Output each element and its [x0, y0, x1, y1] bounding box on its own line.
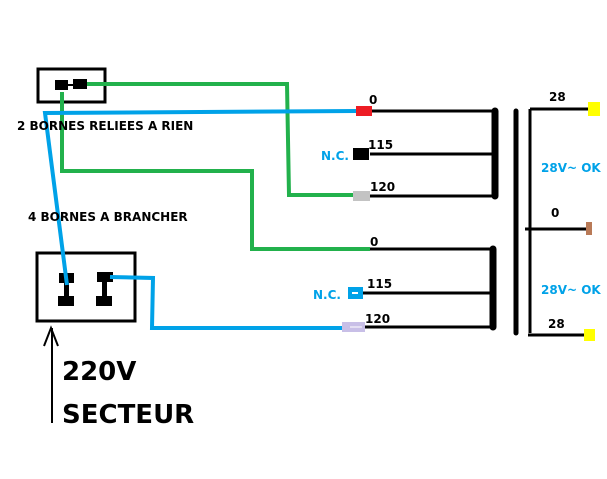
connector-top-120	[353, 191, 370, 201]
unused-terminal-left	[55, 80, 68, 90]
connector-top-115	[353, 148, 369, 160]
blue-wire-top	[42, 109, 358, 286]
socket-terminal-left-stem	[64, 283, 69, 297]
secondary-28-bottom-label: 28	[548, 317, 565, 331]
green-wire-top	[87, 82, 355, 197]
ok-top-label: 28V~ OK	[541, 161, 601, 175]
connector-secondary-28-bottom	[584, 329, 595, 341]
tap-bottom-120-label: 120	[365, 312, 390, 326]
connector-secondary-0	[586, 222, 592, 235]
blue-wire-bottom	[109, 275, 345, 330]
secondary-0-label: 0	[551, 206, 559, 220]
tap-top-120-label: 120	[370, 180, 395, 194]
mains-arrow-head	[43, 325, 59, 347]
label-secteur: SECTEUR	[62, 400, 194, 430]
socket-box	[35, 251, 137, 323]
tap-top-0-label: 0	[369, 93, 377, 107]
nc-bottom-label: N.C.	[313, 288, 341, 302]
socket-terminal-right-stem	[102, 282, 107, 297]
connector-secondary-28-top	[588, 102, 600, 116]
ok-bottom-label: 28V~ OK	[541, 283, 601, 297]
secondary-28-top-label: 28	[549, 90, 566, 104]
label-bornes-brancher: 4 BORNES A BRANCHER	[28, 210, 188, 224]
tap-bottom-0-label: 0	[370, 235, 378, 249]
label-bornes-rien: 2 BORNES RELIEES A RIEN	[17, 119, 193, 133]
tap-top-115-label: 115	[368, 138, 393, 152]
green-wire-bottom	[60, 92, 370, 251]
unused-terminal-right	[73, 79, 87, 89]
socket-terminal-left-bottom	[58, 296, 74, 306]
socket-terminal-right-bottom	[96, 296, 112, 306]
tap-bottom-115-label: 115	[367, 277, 392, 291]
socket-terminal-right-top	[97, 272, 113, 282]
nc-top-label: N.C.	[321, 149, 349, 163]
connector-top-0	[356, 106, 372, 116]
label-voltage: 220V	[62, 357, 136, 387]
